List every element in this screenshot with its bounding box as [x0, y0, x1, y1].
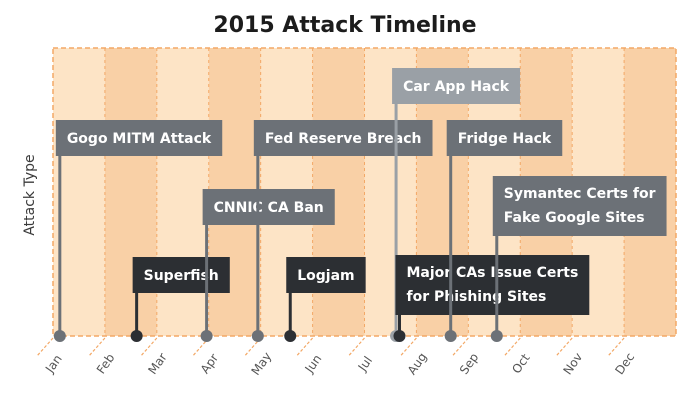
event-logjam: Logjam	[286, 257, 366, 293]
event-box	[286, 257, 366, 293]
month-tick	[451, 337, 469, 357]
event-dot-superfish	[130, 330, 143, 342]
event-label: Major CAs Issue Certs	[406, 265, 578, 281]
event-superfish: Superfish	[132, 257, 230, 293]
event-label: for Phishing Sites	[406, 289, 546, 305]
month-label-may: May	[249, 350, 275, 378]
month-tick	[244, 337, 262, 357]
event-gogo-mitm-attack: Gogo MITM Attack	[55, 120, 223, 156]
month-label-aug: Aug	[405, 350, 430, 377]
month-label-jan: Jan	[42, 352, 65, 376]
event-box	[132, 257, 230, 293]
month-label-nov: Nov	[560, 350, 585, 377]
month-label-apr: Apr	[198, 351, 221, 376]
event-dot-cnnic-ca-ban	[200, 330, 213, 342]
event-label: Superfish	[144, 268, 219, 284]
month-tick	[36, 337, 54, 357]
event-box	[492, 176, 667, 236]
event-box	[55, 120, 223, 156]
event-cnnic-ca-ban: CNNIC CA Ban	[202, 189, 335, 225]
event-label: Fed Reserve Breach	[265, 131, 422, 147]
month-tick-labels: Jan Feb Mar Apr May Jun Jul Aug Sep Oct Nov Dec	[36, 337, 637, 378]
event-dot-symantec-certs-for-fake-google-sites	[490, 330, 503, 342]
y-axis-label: Attack Type	[22, 154, 38, 235]
month-tick	[88, 337, 106, 357]
month-tick	[296, 337, 314, 357]
month-band-jan	[53, 48, 105, 336]
month-label-feb: Feb	[94, 351, 118, 376]
event-box	[253, 120, 433, 156]
event-fridge-hack: Fridge Hack	[446, 120, 563, 156]
event-box	[202, 189, 335, 225]
chart-title: 2015 Attack Timeline	[213, 13, 476, 38]
month-label-jul: Jul	[355, 354, 375, 375]
month-label-mar: Mar	[145, 350, 169, 377]
event-label: Logjam	[297, 268, 354, 284]
month-tick	[555, 337, 573, 357]
month-tick	[348, 337, 365, 357]
event-box	[395, 255, 590, 315]
event-dot-major-cas-issue-certs-for-phishing-sites	[393, 330, 406, 342]
event-dot-gogo-mitm-attack	[53, 330, 66, 342]
month-tick	[399, 337, 417, 357]
event-fed-reserve-breach: Fed Reserve Breach	[253, 120, 433, 156]
event-label: CNNIC CA Ban	[214, 200, 324, 216]
event-dot-fridge-hack	[444, 330, 457, 342]
month-label-oct: Oct	[509, 351, 533, 376]
month-tick	[503, 337, 521, 357]
event-box	[446, 120, 563, 156]
month-label-jun: Jun	[302, 352, 325, 376]
event-dot-fed-reserve-breach	[251, 330, 264, 342]
event-label: Symantec Certs for	[504, 186, 656, 202]
event-box	[392, 68, 521, 104]
event-car-app-hack: Car App Hack	[392, 68, 521, 104]
month-label-dec: Dec	[612, 350, 637, 377]
event-major-cas-issue-certs-for-phishing-sites: Major CAs Issue Certs for Phishing Sites	[395, 255, 590, 315]
month-tick	[192, 337, 210, 357]
event-label: Fake Google Sites	[504, 210, 645, 226]
month-tick	[140, 337, 158, 357]
event-label: Gogo MITM Attack	[67, 131, 212, 147]
month-label-sep: Sep	[457, 350, 481, 377]
event-dot-logjam	[284, 330, 297, 342]
month-tick	[607, 337, 625, 357]
event-label: Car App Hack	[403, 79, 510, 95]
event-label: Fridge Hack	[458, 131, 552, 147]
